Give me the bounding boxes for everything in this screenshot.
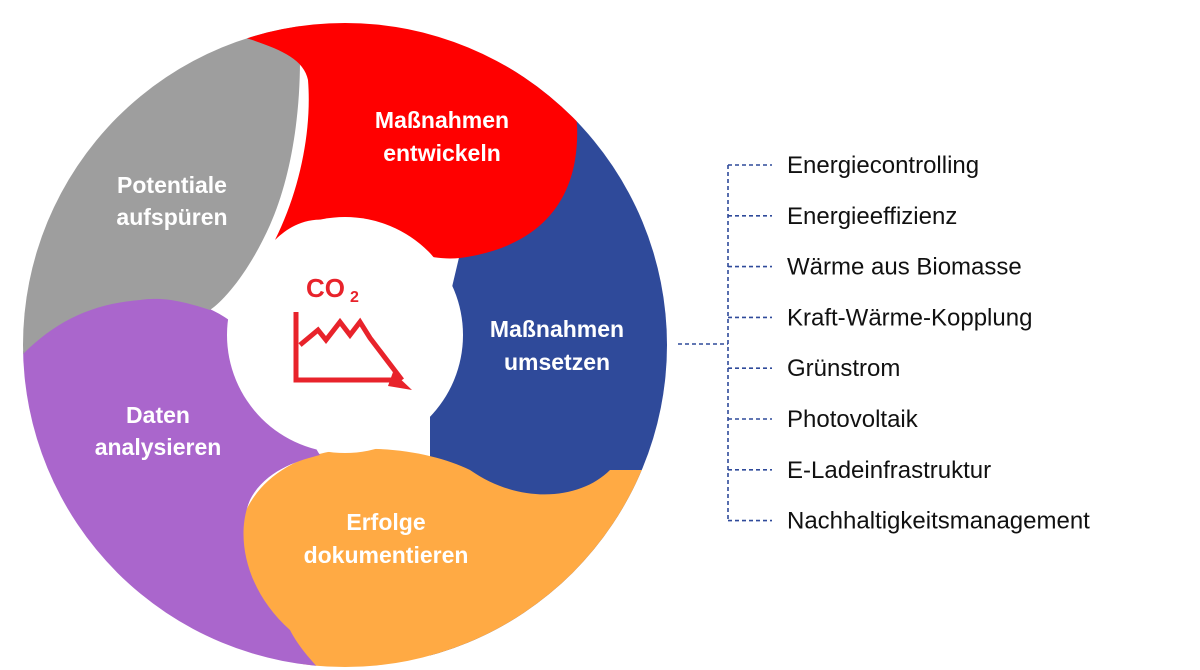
measures-list: EnergiecontrollingEnergieeffizienzWärme … bbox=[787, 152, 1090, 535]
measure-item: Grünstrom bbox=[787, 355, 900, 382]
measure-item: Kraft-Wärme-Kopplung bbox=[787, 304, 1032, 331]
co2-arrow-head bbox=[388, 372, 412, 390]
co2-chart-axes bbox=[293, 312, 395, 383]
measure-item: Energiecontrolling bbox=[787, 152, 979, 179]
center-disc bbox=[227, 217, 463, 453]
co2-subscript: 2 bbox=[350, 289, 359, 306]
label-analysieren: Daten analysieren bbox=[95, 402, 222, 460]
label-analysieren-line2: analysieren bbox=[95, 434, 222, 460]
label-umsetzen-line2: umsetzen bbox=[504, 349, 610, 375]
segment-entwickeln bbox=[150, 23, 578, 259]
label-potentiale-line2: aufspüren bbox=[116, 204, 227, 230]
label-entwickeln-line1: Maßnahmen bbox=[375, 107, 509, 133]
measure-item: Energieeffizienz bbox=[787, 203, 957, 230]
label-dokumentieren: Erfolge dokumentieren bbox=[304, 509, 469, 568]
measures-connector bbox=[678, 164, 772, 522]
co2-decline-chart-icon: CO 2 bbox=[293, 273, 412, 390]
connector-branches bbox=[728, 164, 772, 522]
label-analysieren-line1: Daten bbox=[126, 402, 190, 428]
measure-item: E-Ladeinfrastruktur bbox=[787, 457, 991, 484]
label-dokumentieren-line1: Erfolge bbox=[346, 509, 425, 535]
label-umsetzen: Maßnahmen umsetzen bbox=[490, 316, 624, 375]
label-potentiale: Potentiale aufspüren bbox=[116, 172, 227, 230]
measure-item: Photovoltaik bbox=[787, 406, 919, 433]
measure-item: Wärme aus Biomasse bbox=[787, 254, 1022, 281]
label-entwickeln-line2: entwickeln bbox=[383, 140, 501, 166]
co2-label: CO bbox=[306, 273, 345, 303]
label-umsetzen-line1: Maßnahmen bbox=[490, 316, 624, 342]
label-potentiale-line1: Potentiale bbox=[117, 172, 227, 198]
co2-trend-line bbox=[298, 317, 404, 382]
label-dokumentieren-line2: dokumentieren bbox=[304, 542, 469, 568]
label-entwickeln: Maßnahmen entwickeln bbox=[375, 107, 509, 166]
measure-item: Nachhaltigkeitsmanagement bbox=[787, 508, 1090, 535]
